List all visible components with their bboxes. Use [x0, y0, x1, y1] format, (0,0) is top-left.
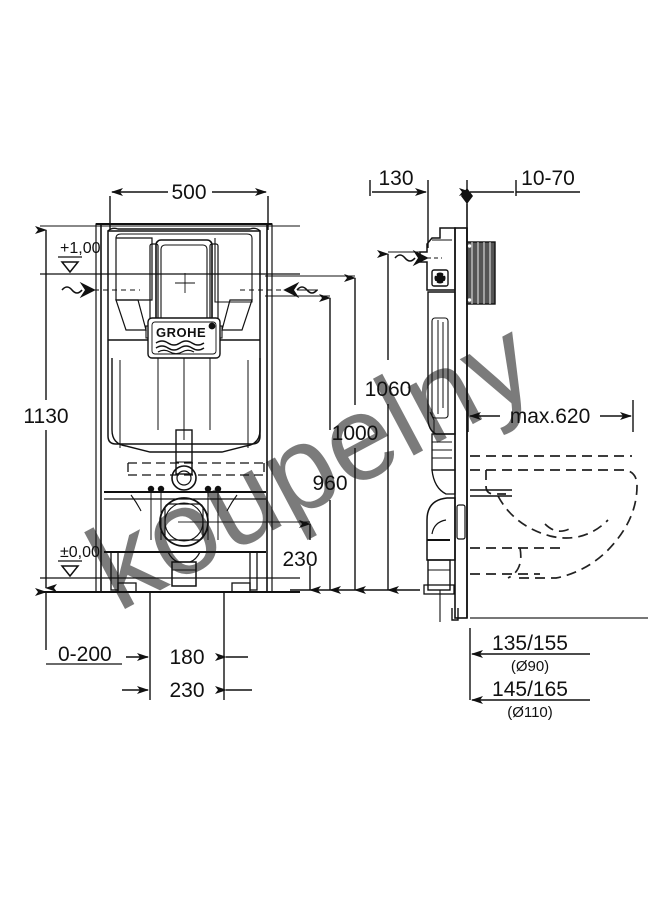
svg-text:koupelny: koupelny: [67, 292, 554, 636]
dimension-180: [126, 592, 248, 672]
level-mark-floor: [40, 560, 300, 579]
dimension-drain-90: [469, 628, 590, 700]
water-supply-symbol-left: [61, 281, 140, 299]
watermark: koupelny: [67, 292, 554, 636]
dimension-960: [265, 294, 341, 594]
dim-label-1130: 1130: [23, 405, 68, 428]
bowl-solid-accents: [470, 489, 512, 497]
dimension-1060: [377, 250, 420, 594]
dim-label-135-155: 135/155: [492, 632, 568, 655]
dim-label-180: 180: [169, 646, 204, 669]
dimension-230-bottom: [122, 672, 252, 700]
water-supply-symbol-right: [240, 281, 318, 299]
level-label-zero: ±0,00: [60, 544, 100, 561]
dim-label-max-620: max.620: [510, 405, 591, 428]
level-label-plus-1: +1,00: [60, 240, 101, 257]
level-mark-top: [40, 256, 300, 275]
dim-label-960: 960: [312, 472, 347, 495]
wc-bowl-dashed-outline: [470, 455, 638, 579]
dimension-floor-adjust: [35, 588, 122, 665]
dimension-front-width: [109, 188, 269, 230]
grohe-wordmark: GROHE: [156, 325, 206, 340]
dim-label-230-height: 230: [282, 548, 317, 571]
dim-label-145-165: 145/165: [492, 678, 568, 701]
dimension-total-height: [35, 225, 300, 592]
dimension-max-620: [467, 400, 634, 432]
dim-label-1060: 1060: [365, 378, 412, 401]
node-marker-diamond: [461, 188, 473, 228]
dim-label-dia-110: (Ø110): [507, 704, 553, 721]
dim-label-dia-90: (Ø90): [511, 658, 549, 675]
side-section-view: [419, 227, 496, 619]
dim-label-130: 130: [378, 167, 413, 190]
water-supply-symbol-side: [394, 249, 442, 267]
dim-label-10-70: 10-70: [521, 167, 575, 190]
drain-bracket-detail: [439, 590, 459, 622]
dimension-230-height: [190, 520, 321, 594]
dim-label-1000: 1000: [332, 422, 379, 445]
wall-bracket-block: [466, 241, 496, 305]
dimension-1000: [265, 274, 366, 594]
dim-label-230-bottom: 230: [169, 679, 204, 702]
grohe-logo-plate: GROHE: [147, 317, 221, 359]
dim-label-500: 500: [171, 181, 206, 204]
dim-label-0-200: 0-200: [58, 643, 112, 666]
dimension-side-depth: [369, 180, 429, 248]
